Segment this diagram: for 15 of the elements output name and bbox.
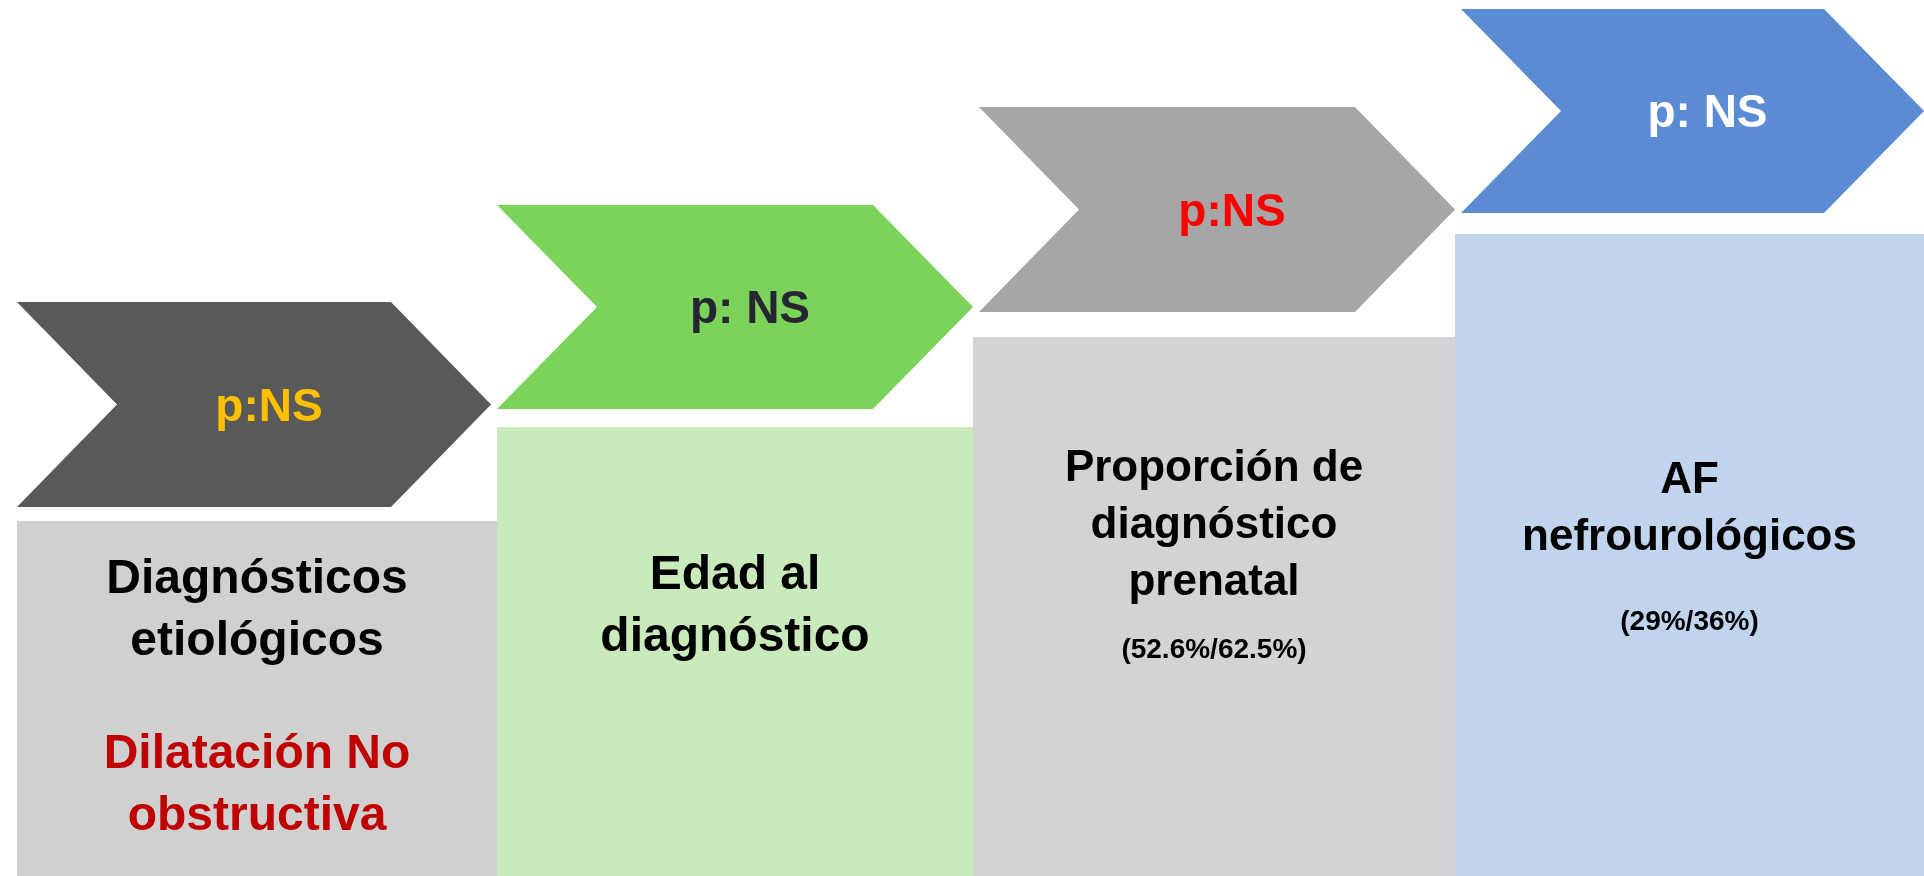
heading-text: Diagnósticos etiológicos (105, 549, 409, 668)
result-text: (52.6%/62.5%) (1121, 631, 1307, 666)
p-value-text: p: NS (689, 280, 811, 334)
category-panel (17, 521, 497, 876)
result-text: Dilatación No obstructiva (102, 723, 412, 843)
heading-text: Edad al diagnóstico (599, 545, 871, 664)
p-value-text: p:NS (215, 377, 323, 432)
result-text: (29%/36%) (1620, 604, 1759, 639)
p-value-text: p: NS (1647, 84, 1768, 138)
p-value-text: p:NS (1178, 182, 1286, 237)
category-panel (973, 337, 1455, 876)
heading-text: AF nefrourológicos (1521, 452, 1858, 562)
category-panel (497, 427, 973, 876)
category-panel (1455, 234, 1924, 876)
heading-text: Proporción de diagnóstico prenatal (1063, 440, 1365, 607)
